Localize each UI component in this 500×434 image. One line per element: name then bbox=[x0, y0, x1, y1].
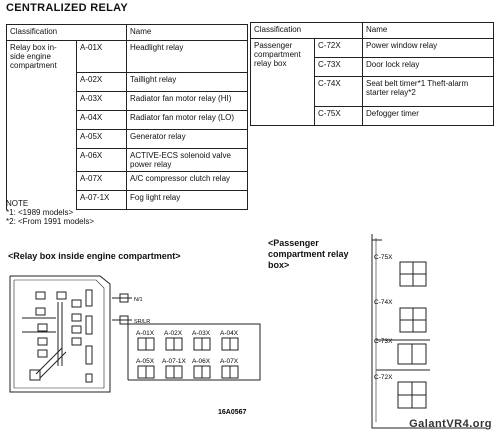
relay-label: A-02X bbox=[164, 330, 183, 337]
code-cell: C-72X bbox=[314, 38, 363, 58]
code-cell: A-01X bbox=[76, 39, 127, 74]
classification-cell-empty bbox=[6, 171, 77, 191]
name-cell: A/C compressor clutch relay bbox=[126, 171, 248, 192]
classification-cell: Passenger compartment relay box bbox=[250, 38, 315, 126]
relay-label: C-73X bbox=[374, 338, 393, 345]
relay-label: A-06X bbox=[192, 358, 211, 365]
header-name: Name bbox=[126, 24, 248, 41]
relay-label: C-75X bbox=[374, 254, 393, 261]
header-classification: Classification bbox=[250, 22, 363, 39]
relay-label: A-03X bbox=[192, 330, 211, 337]
name-cell: Headlight relay bbox=[126, 39, 248, 74]
relay-table-passenger: Classification Name Passenger compartmen… bbox=[250, 22, 494, 126]
figure-code: 16A0567 bbox=[218, 409, 247, 416]
code-cell: A-05X bbox=[76, 129, 127, 150]
classification-cell-empty bbox=[6, 72, 77, 92]
relay-label: C-72X bbox=[374, 374, 393, 381]
passenger-relay-box-diagram: C-75X C-74X C-73X C-72X bbox=[371, 234, 486, 429]
relay-table-engine: Classification Name Relay box in- side e… bbox=[6, 24, 248, 211]
code-cell: A-04X bbox=[76, 110, 127, 131]
name-cell: Power window relay bbox=[362, 38, 494, 58]
table-row: A-02X Taillight relay bbox=[6, 72, 248, 93]
relay-label: C-74X bbox=[374, 299, 393, 306]
code-cell: A-03X bbox=[76, 91, 127, 112]
name-cell: Door lock relay bbox=[362, 57, 494, 77]
name-cell: Taillight relay bbox=[126, 72, 248, 93]
name-cell: Fog light relay bbox=[126, 190, 248, 211]
code-cell: C-75X bbox=[314, 106, 363, 126]
note-item: *2: <From 1991 models> bbox=[6, 217, 95, 226]
name-cell: ACTIVE-ECS solenoid valve power relay bbox=[126, 148, 248, 173]
page-title: CENTRALIZED RELAY bbox=[6, 2, 129, 14]
name-cell: Seat belt timer*1 Theft-alarm starter re… bbox=[362, 76, 494, 107]
relay-label: A-04X bbox=[220, 330, 239, 337]
relay-label: A-01X bbox=[136, 330, 155, 337]
note-item: *1: <1989 models> bbox=[6, 208, 74, 217]
table-row: C-75X Defogger timer bbox=[251, 106, 494, 126]
relay-label: A-07-1X bbox=[162, 358, 187, 365]
table-row: A-04X Radiator fan motor relay (LO) bbox=[6, 110, 248, 131]
table-row: A-07X A/C compressor clutch relay bbox=[6, 171, 248, 192]
name-cell: Radiator fan motor relay (LO) bbox=[126, 110, 248, 131]
classification-cell-empty bbox=[6, 91, 77, 111]
diagram-label-passenger: <Passenger compartment relay box> bbox=[268, 238, 349, 270]
classification-cell: Relay box in- side engine compartment bbox=[6, 39, 77, 73]
table-row: A-05X Generator relay bbox=[6, 129, 248, 150]
table-row: C-74X Seat belt timer*1 Theft-alarm star… bbox=[251, 76, 494, 107]
code-cell: C-74X bbox=[314, 76, 363, 107]
watermark: GalantVR4.org bbox=[409, 418, 492, 430]
relay-label: A-05X bbox=[136, 358, 155, 365]
table-header-row: Classification Name bbox=[250, 22, 494, 39]
table-row: A-03X Radiator fan motor relay (HI) bbox=[6, 91, 248, 112]
classification-cell-empty bbox=[6, 129, 77, 149]
relay-label: A-07X bbox=[220, 358, 239, 365]
table-header-row: Classification Name bbox=[6, 24, 248, 41]
code-cell: A-06X bbox=[76, 148, 127, 173]
code-cell: C-73X bbox=[314, 57, 363, 77]
note-block: NOTE *1: <1989 models> *2: <From 1991 mo… bbox=[6, 199, 94, 226]
engine-relay-box-diagram: A-01X A-02X A-03X A-04X A-05X A-07-1X A-… bbox=[9, 275, 261, 416]
table-row: Relay box in- side engine compartment A-… bbox=[6, 39, 248, 74]
header-name: Name bbox=[362, 22, 494, 39]
small-label: N/1 bbox=[134, 297, 143, 303]
name-cell: Defogger timer bbox=[362, 106, 494, 126]
code-cell: A-02X bbox=[76, 72, 127, 93]
small-label: SR/LR bbox=[134, 319, 150, 325]
table-row: A-06X ACTIVE-ECS solenoid valve power re… bbox=[6, 148, 248, 173]
classification-cell-empty bbox=[6, 110, 77, 130]
diagram-label-engine: <Relay box inside engine compartment> bbox=[8, 251, 181, 261]
code-cell: A-07X bbox=[76, 171, 127, 192]
name-cell: Generator relay bbox=[126, 129, 248, 150]
name-cell: Radiator fan motor relay (HI) bbox=[126, 91, 248, 112]
classification-cell-empty bbox=[6, 148, 77, 172]
note-heading: NOTE bbox=[6, 199, 29, 208]
header-classification: Classification bbox=[6, 24, 127, 41]
table-row: A-07-1X Fog light relay bbox=[6, 190, 248, 211]
table-row: Passenger compartment relay box C-72X Po… bbox=[250, 38, 494, 126]
code-cell: A-07-1X bbox=[76, 190, 127, 211]
